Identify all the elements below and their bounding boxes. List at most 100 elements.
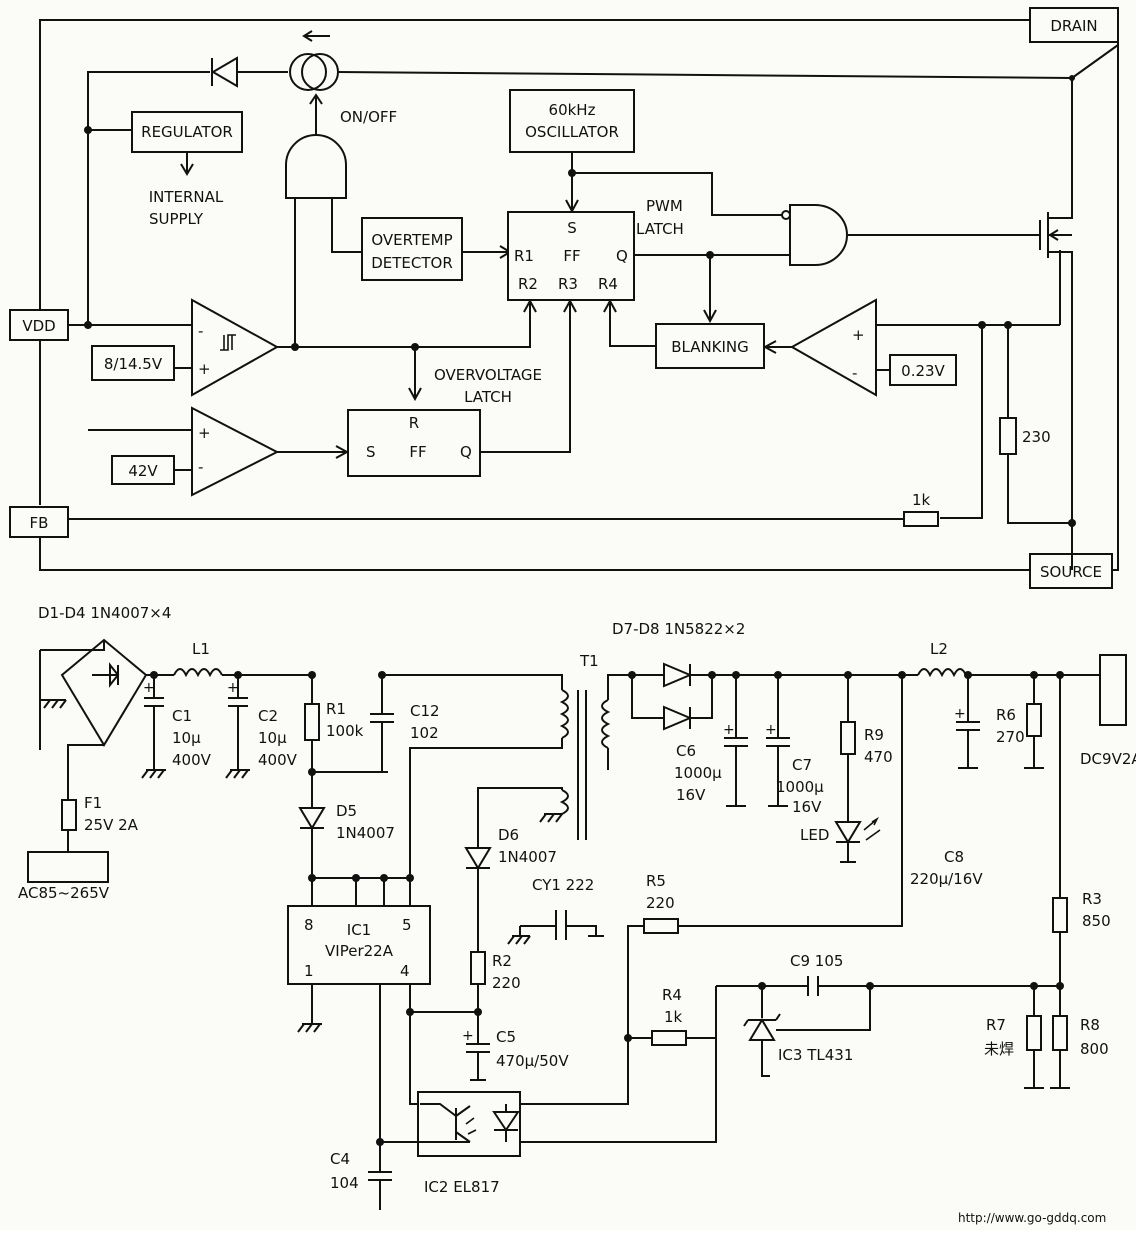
- ic1-pin5: 5: [402, 916, 412, 934]
- resistor-r5: [643, 918, 679, 934]
- d6-label: D6: [498, 826, 519, 844]
- c7-value: 1000μ: [776, 778, 824, 796]
- ic1-pin1: 1: [304, 962, 314, 980]
- pin-drain-label: DRAIN: [1050, 17, 1097, 35]
- fuse-f1: [61, 799, 77, 831]
- oscillator-block: [509, 89, 635, 153]
- r5-value: 220: [646, 894, 675, 912]
- regulator-label: REGULATOR: [141, 123, 233, 141]
- ov-comp-minus: -: [198, 458, 203, 476]
- c7-voltage: 16V: [792, 798, 822, 816]
- r1-label: R1: [326, 700, 346, 718]
- oscillator-label-2: OSCILLATOR: [525, 123, 619, 141]
- r9-value: 470: [864, 748, 893, 766]
- d5-value: 1N4007: [336, 824, 395, 842]
- c8-label: C8: [944, 848, 964, 866]
- ref-uvlo: [91, 345, 175, 381]
- c12-value: 102: [410, 724, 439, 742]
- cy1-label: CY1 222: [532, 876, 594, 894]
- pin-vdd-label: VDD: [22, 317, 55, 335]
- block-diagram: DRAIN SOURCE VDD FB ON/OFF REGULATOR INT…: [9, 7, 1119, 589]
- ac-input-connector: [27, 851, 109, 883]
- t1-label: T1: [579, 652, 599, 670]
- pin-fb: [9, 506, 69, 538]
- transformer-primary: [559, 689, 569, 739]
- svg-text:+: +: [143, 680, 155, 696]
- cs-comp-minus: -: [852, 364, 857, 382]
- ic2-el817: [417, 1091, 521, 1157]
- resistor-r9: [840, 721, 856, 755]
- c5-value: 470μ/50V: [496, 1052, 569, 1070]
- d1-d4-label: D1-D4 1N4007×4: [38, 604, 171, 622]
- d6-value: 1N4007: [498, 848, 557, 866]
- pin-fb-label: FB: [30, 514, 49, 532]
- c1-value: 10μ: [172, 729, 201, 747]
- r2-value: 220: [492, 974, 521, 992]
- uvlo-comp-minus: -: [198, 322, 203, 340]
- opto-led-icon: [492, 1104, 520, 1142]
- ic1-pin4: 4: [400, 962, 410, 980]
- capacitor-c5: [466, 1043, 490, 1081]
- c1-label: C1: [172, 707, 192, 725]
- ic1-label: IC1: [347, 921, 371, 939]
- ref-ov-label: 42V: [128, 462, 158, 480]
- diode-d5: [298, 772, 326, 878]
- pin-drain: [1029, 7, 1119, 43]
- l1-label: L1: [192, 640, 210, 658]
- c2-label: C2: [258, 707, 278, 725]
- transformer-aux: [559, 789, 569, 815]
- pwm-latch-label-2: LATCH: [636, 220, 684, 238]
- resistor-1k-label: 1k: [912, 491, 931, 509]
- c6-value: 1000μ: [674, 764, 722, 782]
- r3-label: R3: [1082, 890, 1102, 908]
- pwm-flipflop: [507, 211, 635, 301]
- pwm-ff-r4: R4: [598, 275, 618, 293]
- svg-text:+: +: [723, 722, 735, 738]
- led-icon: [834, 821, 862, 863]
- c5-label: C5: [496, 1028, 516, 1046]
- ov-ff-ff: FF: [409, 443, 426, 461]
- pwm-ff-r3: R3: [558, 275, 578, 293]
- r4-label: R4: [662, 986, 682, 1004]
- c4-label: C4: [330, 1150, 350, 1168]
- svg-text:+: +: [227, 680, 239, 696]
- ic1-viper22a: [287, 905, 431, 985]
- ov-ff-r: R: [409, 414, 419, 432]
- r6-label: R6: [996, 706, 1016, 724]
- resistor-r2: [470, 951, 486, 985]
- capacitor-cy1: [520, 910, 604, 940]
- mosfet-icon: [1039, 78, 1073, 325]
- ic2-label: IC2 EL817: [424, 1178, 500, 1196]
- capacitor-c2: [228, 675, 248, 770]
- r8-value: 800: [1080, 1040, 1109, 1058]
- overvoltage-label-1: OVERVOLTAGE: [434, 366, 542, 384]
- pwm-ff-s: S: [567, 219, 577, 237]
- svg-text:+: +: [765, 722, 777, 738]
- led-label: LED: [800, 826, 829, 844]
- d7-d8-label: D7-D8 1N5822×2: [612, 620, 745, 638]
- capacitor-c8: [956, 675, 980, 769]
- pin-source-label: SOURCE: [1040, 563, 1102, 581]
- svg-text:+: +: [954, 706, 966, 722]
- pwm-ff-r1: R1: [514, 247, 534, 265]
- ac-input-label: AC85~265V: [18, 884, 110, 902]
- current-source-icon: [289, 53, 327, 91]
- r9-label: R9: [864, 726, 884, 744]
- f1-label: F1: [84, 794, 102, 812]
- dc-output-label: DC9V2A: [1080, 750, 1136, 768]
- capacitor-c6: [724, 675, 748, 806]
- diode-d6: [464, 847, 492, 870]
- ic1-part: VIPer22A: [325, 942, 394, 960]
- c1-voltage: 400V: [172, 751, 212, 769]
- nand-gate-icon: [789, 204, 848, 266]
- regulator-block: [131, 111, 243, 153]
- r1-value: 100k: [326, 722, 364, 740]
- internal-supply-label-1: INTERNAL: [149, 188, 224, 206]
- d5-label: D5: [336, 802, 357, 820]
- ov-ff-s: S: [366, 443, 376, 461]
- c6-voltage: 16V: [676, 786, 706, 804]
- resistor-r3: [1052, 897, 1068, 933]
- pwm-ff-r2: R2: [518, 275, 538, 293]
- svg-text:+: +: [462, 1028, 474, 1044]
